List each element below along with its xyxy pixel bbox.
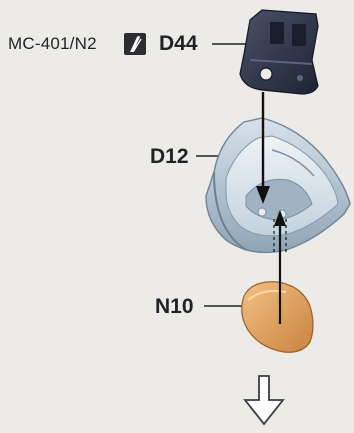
model-code-label: MC-401/N2	[8, 34, 97, 54]
part-label-d12: D12	[150, 145, 189, 169]
part-label-d44: D44	[159, 32, 198, 56]
tweezers-icon	[124, 33, 146, 55]
part-n10-pad	[242, 282, 313, 353]
part-label-n10: N10	[155, 295, 194, 319]
part-d44-clip	[240, 10, 318, 94]
down-arrow-outline-icon	[245, 376, 283, 424]
part-d12-housing	[206, 118, 350, 252]
